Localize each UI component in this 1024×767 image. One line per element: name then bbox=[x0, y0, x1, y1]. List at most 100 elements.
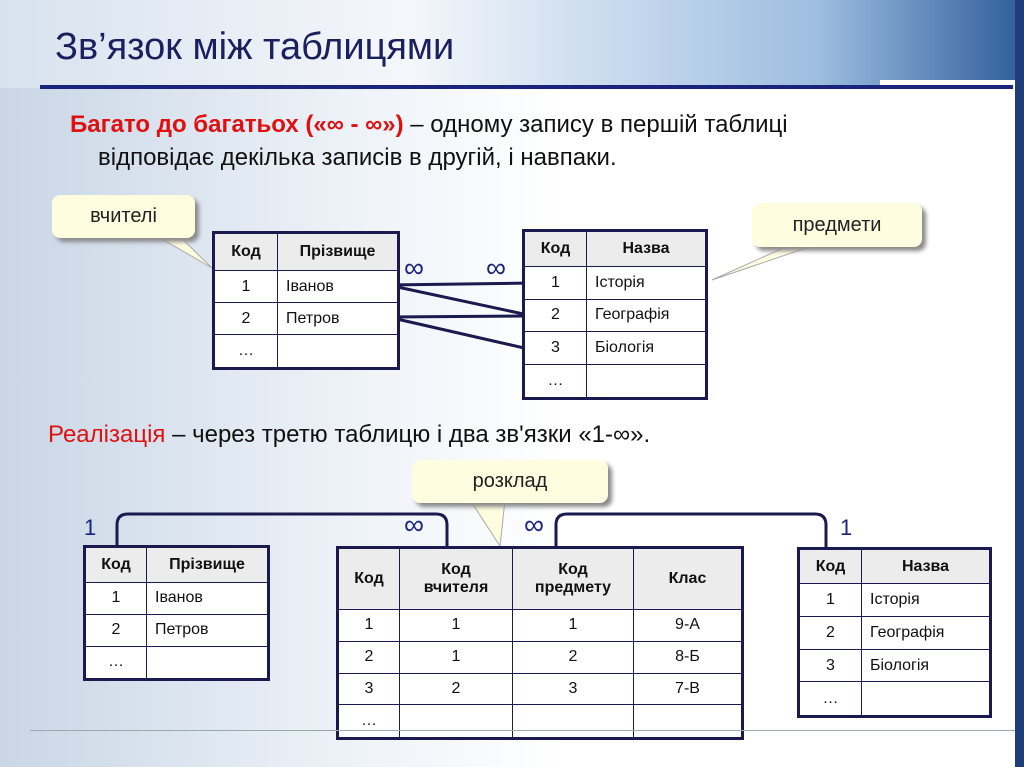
cell: 3 bbox=[337, 672, 400, 706]
header-cell: Код bbox=[798, 548, 862, 584]
header-cell: Код bbox=[523, 230, 587, 267]
many-symbol: ∞ bbox=[524, 509, 544, 540]
right-band bbox=[1015, 0, 1024, 767]
cell bbox=[512, 704, 634, 739]
cell: … bbox=[523, 363, 587, 400]
cell: Історія bbox=[586, 266, 707, 300]
cell: 7-В bbox=[633, 672, 743, 706]
intro-text-2: відповідає декілька записів в другій, і … bbox=[98, 144, 617, 171]
link-line bbox=[387, 281, 534, 287]
cell: 3 bbox=[523, 331, 587, 365]
cell: Петров bbox=[277, 302, 399, 336]
one-symbol: 1 bbox=[84, 515, 97, 540]
cell: … bbox=[798, 681, 862, 717]
header-cell: Код bbox=[337, 547, 400, 610]
callout-teachers: вчителі bbox=[52, 195, 195, 238]
many-symbol: ∞ bbox=[404, 509, 424, 540]
link-line bbox=[387, 283, 534, 318]
cell bbox=[277, 334, 399, 369]
link-line bbox=[387, 315, 534, 352]
callout-tail-subjects bbox=[711, 244, 816, 281]
cell bbox=[586, 363, 707, 400]
cell: 2 bbox=[213, 302, 278, 336]
header-cell: Код bbox=[213, 232, 278, 271]
cell bbox=[861, 681, 991, 717]
table-row: … bbox=[523, 363, 707, 400]
cell: Біологія bbox=[586, 331, 707, 365]
cell: 1 bbox=[399, 640, 513, 674]
header-cell: Назва bbox=[861, 548, 991, 584]
cell bbox=[633, 704, 743, 739]
cell: 1 bbox=[213, 269, 278, 304]
slide-title: Зв’язок між таблицями bbox=[55, 26, 455, 68]
intro-text-1: – одному запису в першій таблиці bbox=[403, 111, 788, 138]
callout-schedule: розклад bbox=[412, 460, 608, 503]
cell: Петров bbox=[146, 613, 269, 647]
callout-subjects: предмети bbox=[752, 203, 922, 247]
callout-tail-schedule bbox=[469, 499, 506, 548]
table-row: … bbox=[84, 645, 269, 681]
cell bbox=[399, 704, 513, 739]
many-symbol: ∞ bbox=[404, 252, 424, 283]
cell: 1 bbox=[523, 266, 587, 300]
cell: Історія bbox=[861, 583, 991, 617]
cell: 2 bbox=[523, 298, 587, 333]
cell: 1 bbox=[399, 609, 513, 642]
table-row: … bbox=[337, 704, 743, 739]
cell: Географія bbox=[586, 298, 707, 333]
cell: 2 bbox=[512, 640, 634, 674]
header-cell: Прізвище bbox=[277, 232, 399, 271]
cell: 2 bbox=[337, 640, 400, 674]
title-divider bbox=[40, 85, 1013, 89]
header-cell: Код вчителя bbox=[399, 547, 513, 610]
cell: 1 bbox=[337, 609, 400, 642]
cell: … bbox=[84, 645, 147, 681]
intro-paragraph: Багато до багатьох («∞ - ∞») – одному за… bbox=[70, 108, 788, 174]
cell: Іванов bbox=[146, 582, 269, 615]
link-line bbox=[387, 314, 534, 319]
cell: Географія bbox=[861, 615, 991, 650]
table-row: … bbox=[213, 334, 399, 369]
cell: … bbox=[337, 704, 400, 739]
footer-divider bbox=[30, 730, 1015, 731]
cell: 9-А bbox=[633, 609, 743, 642]
header-background bbox=[0, 0, 1024, 88]
cell: 1 bbox=[84, 582, 147, 615]
cell: 1 bbox=[798, 583, 862, 617]
cell: 2 bbox=[798, 615, 862, 650]
realization-term: Реалізація bbox=[48, 421, 166, 448]
header-cell: Клас bbox=[633, 547, 743, 610]
cell bbox=[146, 645, 269, 681]
relation-bracket-left bbox=[115, 512, 449, 546]
relation-bracket-right bbox=[554, 512, 828, 548]
cell: 3 bbox=[798, 648, 862, 683]
header-cell: Назва bbox=[586, 230, 707, 267]
one-symbol: 1 bbox=[840, 515, 853, 540]
header-cell: Код предмету bbox=[512, 547, 634, 610]
cell: Іванов bbox=[277, 269, 399, 304]
cell: 8-Б bbox=[633, 640, 743, 674]
intro-term: Багато до багатьох («∞ - ∞») bbox=[70, 111, 404, 138]
cell: 1 bbox=[512, 609, 634, 642]
realization-paragraph: Реалізація – через третю таблицю і два з… bbox=[48, 421, 650, 449]
cell: 2 bbox=[399, 672, 513, 706]
realization-text: – через третю таблицю і два зв'язки «1-∞… bbox=[165, 421, 651, 448]
header-cell: Прізвище bbox=[146, 546, 269, 583]
